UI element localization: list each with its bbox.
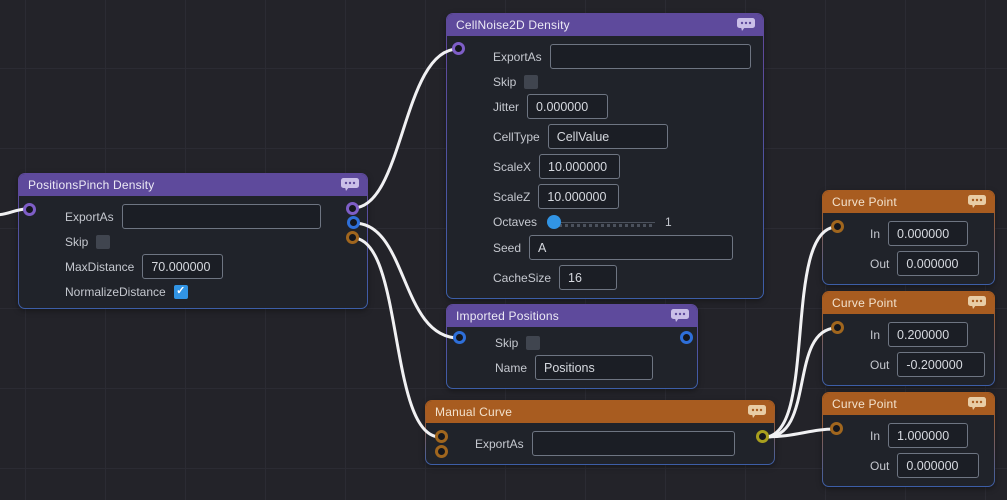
comment-bubble-icon[interactable] — [968, 296, 986, 310]
scalex-label: ScaleX — [493, 159, 532, 174]
port-manualcurve-output[interactable] — [756, 430, 769, 443]
port-importedpositions-input[interactable] — [453, 331, 466, 344]
name-label: Name — [495, 360, 528, 375]
skip-checkbox[interactable] — [524, 74, 539, 89]
port-importedpositions-output[interactable] — [680, 331, 693, 344]
node-cellnoise2d-density[interactable]: CellNoise2D Density ExportAs Skip Jitter — [446, 13, 764, 299]
exportas-input[interactable] — [531, 431, 735, 456]
maxdistance-label: MaxDistance — [65, 259, 135, 274]
skip-label: Skip — [493, 74, 517, 89]
port-manualcurve-input-2[interactable] — [435, 445, 448, 458]
node-curve-point-1[interactable]: Curve Point In Out — [822, 190, 995, 285]
celltype-input[interactable] — [547, 124, 668, 149]
jitter-input[interactable] — [527, 94, 609, 119]
exportas-input[interactable] — [121, 204, 321, 229]
in-label: In — [870, 226, 881, 241]
out-input[interactable] — [897, 352, 986, 377]
scalez-label: ScaleZ — [493, 189, 531, 204]
node-header-positionspinch[interactable]: PositionsPinch Density — [19, 174, 367, 196]
comment-bubble-icon[interactable] — [341, 178, 359, 192]
slider-ticks — [559, 224, 654, 227]
port-positionspinch-input[interactable] — [23, 203, 36, 216]
exportas-label: ExportAs — [65, 209, 114, 224]
comment-bubble-icon[interactable] — [968, 397, 986, 411]
out-label: Out — [870, 256, 890, 271]
in-label: In — [870, 428, 881, 443]
node-header-curvepoint3[interactable]: Curve Point — [823, 393, 994, 415]
maxdistance-input[interactable] — [142, 254, 224, 279]
comment-bubble-icon[interactable] — [748, 405, 766, 419]
name-input[interactable] — [535, 355, 654, 380]
node-header-cellnoise[interactable]: CellNoise2D Density — [447, 14, 763, 36]
out-label: Out — [870, 458, 890, 473]
skip-checkbox[interactable] — [96, 234, 111, 249]
octaves-label: Octaves — [493, 215, 538, 229]
skip-label: Skip — [495, 335, 519, 350]
node-title: Curve Point — [832, 195, 897, 209]
node-title: Manual Curve — [435, 405, 513, 419]
port-cellnoise-input[interactable] — [452, 42, 465, 55]
node-positionspinch-density[interactable]: PositionsPinch Density ExportAs Skip Max… — [18, 173, 368, 309]
port-positionspinch-output-purple[interactable] — [346, 202, 359, 215]
node-title: CellNoise2D Density — [456, 18, 570, 32]
comment-bubble-icon[interactable] — [737, 18, 755, 32]
octaves-slider[interactable] — [545, 214, 656, 230]
in-label: In — [870, 327, 881, 342]
slider-track[interactable] — [553, 222, 656, 223]
node-manual-curve[interactable]: Manual Curve ExportAs — [425, 400, 775, 465]
cachesize-input[interactable] — [559, 265, 618, 290]
jitter-label: Jitter — [493, 99, 520, 114]
out-input[interactable] — [897, 251, 980, 276]
node-curve-point-2[interactable]: Curve Point In Out — [822, 291, 995, 386]
wire-positionspinch-to-cellnoise — [351, 47, 460, 210]
slider-handle[interactable] — [547, 215, 562, 229]
in-input[interactable] — [888, 423, 969, 448]
port-positionspinch-output-orange[interactable] — [346, 231, 359, 244]
skip-checkbox[interactable] — [526, 335, 541, 350]
node-title: Curve Point — [832, 296, 897, 310]
node-header-curvepoint2[interactable]: Curve Point — [823, 292, 994, 314]
node-header-curvepoint1[interactable]: Curve Point — [823, 191, 994, 213]
node-header-manualcurve[interactable]: Manual Curve — [426, 401, 774, 423]
node-header-importedpositions[interactable]: Imported Positions — [447, 305, 697, 327]
port-curvepoint2-input[interactable] — [831, 321, 844, 334]
node-title: Curve Point — [832, 397, 897, 411]
exportas-label: ExportAs — [475, 436, 524, 451]
port-positionspinch-output-blue[interactable] — [347, 216, 360, 229]
seed-label: Seed — [493, 240, 522, 255]
port-curvepoint3-input[interactable] — [830, 422, 843, 435]
seed-input[interactable] — [529, 235, 734, 260]
normalizedistance-checkbox[interactable] — [173, 284, 188, 299]
normalizedistance-label: NormalizeDistance — [65, 284, 166, 299]
in-input[interactable] — [888, 322, 969, 347]
octaves-value: 1 — [665, 215, 672, 229]
port-manualcurve-input-1[interactable] — [435, 430, 448, 443]
port-curvepoint1-input[interactable] — [831, 220, 844, 233]
scalex-input[interactable] — [539, 154, 621, 179]
exportas-label: ExportAs — [493, 49, 542, 64]
out-label: Out — [870, 357, 890, 372]
skip-label: Skip — [65, 234, 89, 249]
celltype-label: CellType — [493, 129, 540, 144]
out-input[interactable] — [897, 453, 980, 478]
node-imported-positions[interactable]: Imported Positions Skip Name — [446, 304, 698, 389]
in-input[interactable] — [888, 221, 969, 246]
node-title: PositionsPinch Density — [28, 178, 155, 192]
comment-bubble-icon[interactable] — [671, 309, 689, 323]
node-curve-point-3[interactable]: Curve Point In Out — [822, 392, 995, 487]
scalez-input[interactable] — [538, 184, 620, 209]
cachesize-label: CacheSize — [493, 270, 552, 285]
comment-bubble-icon[interactable] — [968, 195, 986, 209]
exportas-input[interactable] — [549, 44, 751, 69]
node-title: Imported Positions — [456, 309, 559, 323]
wire-positionspinch-to-importedpositions — [352, 221, 461, 340]
